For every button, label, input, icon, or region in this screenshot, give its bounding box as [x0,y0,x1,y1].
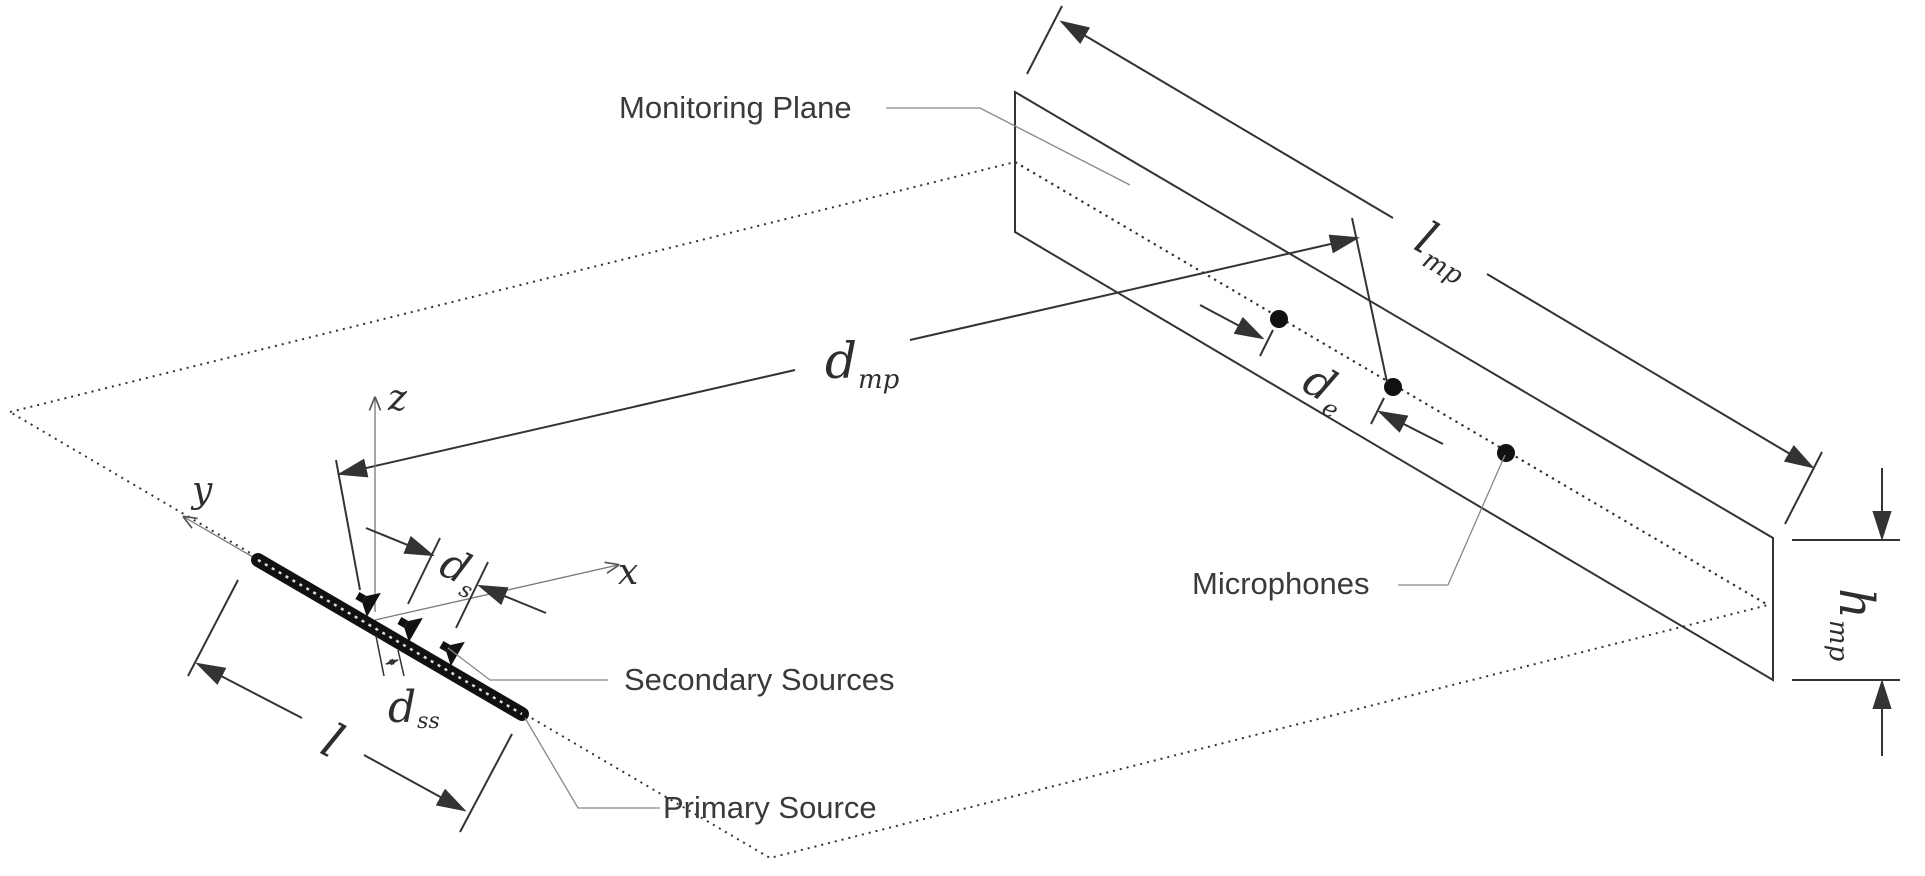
secondary-source [355,592,381,618]
l-arrow [363,754,467,812]
x-axis-label: x [618,552,638,593]
primary-source-label: Primary Source [663,790,877,825]
dmp-arrow [909,234,1360,341]
dmp-extension-line [335,459,361,591]
lmp-extension-line [1784,451,1823,525]
ds-arrow [365,527,435,557]
leader-primary-source [524,717,660,809]
de-extension-line [1259,329,1274,357]
l-extension-line [459,733,513,833]
l-arrow [195,662,303,719]
lmp-arrow [1486,273,1815,469]
secondary-sources-label: Secondary Sources [624,662,895,697]
ground-plane [7,160,1771,860]
source-axis-line [1014,161,1769,606]
lmp-arrow [1059,20,1394,219]
de-symbol: de [1292,354,1358,424]
primary-source-inner [257,558,523,716]
microphone [1384,378,1402,396]
l-extension-line [187,579,239,677]
dss-symbol: dss [388,682,440,734]
lmp-symbol: lmp [1404,211,1484,292]
secondary-source [397,617,423,643]
de-extension-line [1370,397,1385,425]
ds-extension-line [455,561,489,629]
dss-arrow [385,658,399,666]
y-axis [184,517,259,561]
dmp-arrow [337,369,796,478]
monitoring-plane-label: Monitoring Plane [619,90,852,125]
microphone [1497,444,1515,462]
leader-monitoring-plane [886,107,1131,186]
ds-arrow [477,584,547,614]
microphone [1270,310,1288,328]
hmp-symbol: hmp [1823,588,1884,662]
dss-extension-line [397,649,405,677]
dss-extension-line [375,635,385,677]
lmp-extension-line [1026,5,1063,75]
de-arrow [1377,410,1444,445]
microphones-label: Microphones [1192,566,1369,601]
ds-symbol: ds [430,538,489,605]
y-axis-label: y [190,470,213,511]
de-arrow [1199,304,1265,340]
dmp-extension-line [1351,217,1388,383]
monitoring-plane [1014,90,1774,682]
dmp-symbol: dmp [825,332,900,395]
leader-microphones [1398,454,1506,586]
z-axis-label: z [387,378,408,419]
leader-secondary-sources [447,647,608,681]
l-symbol: l [312,713,352,770]
